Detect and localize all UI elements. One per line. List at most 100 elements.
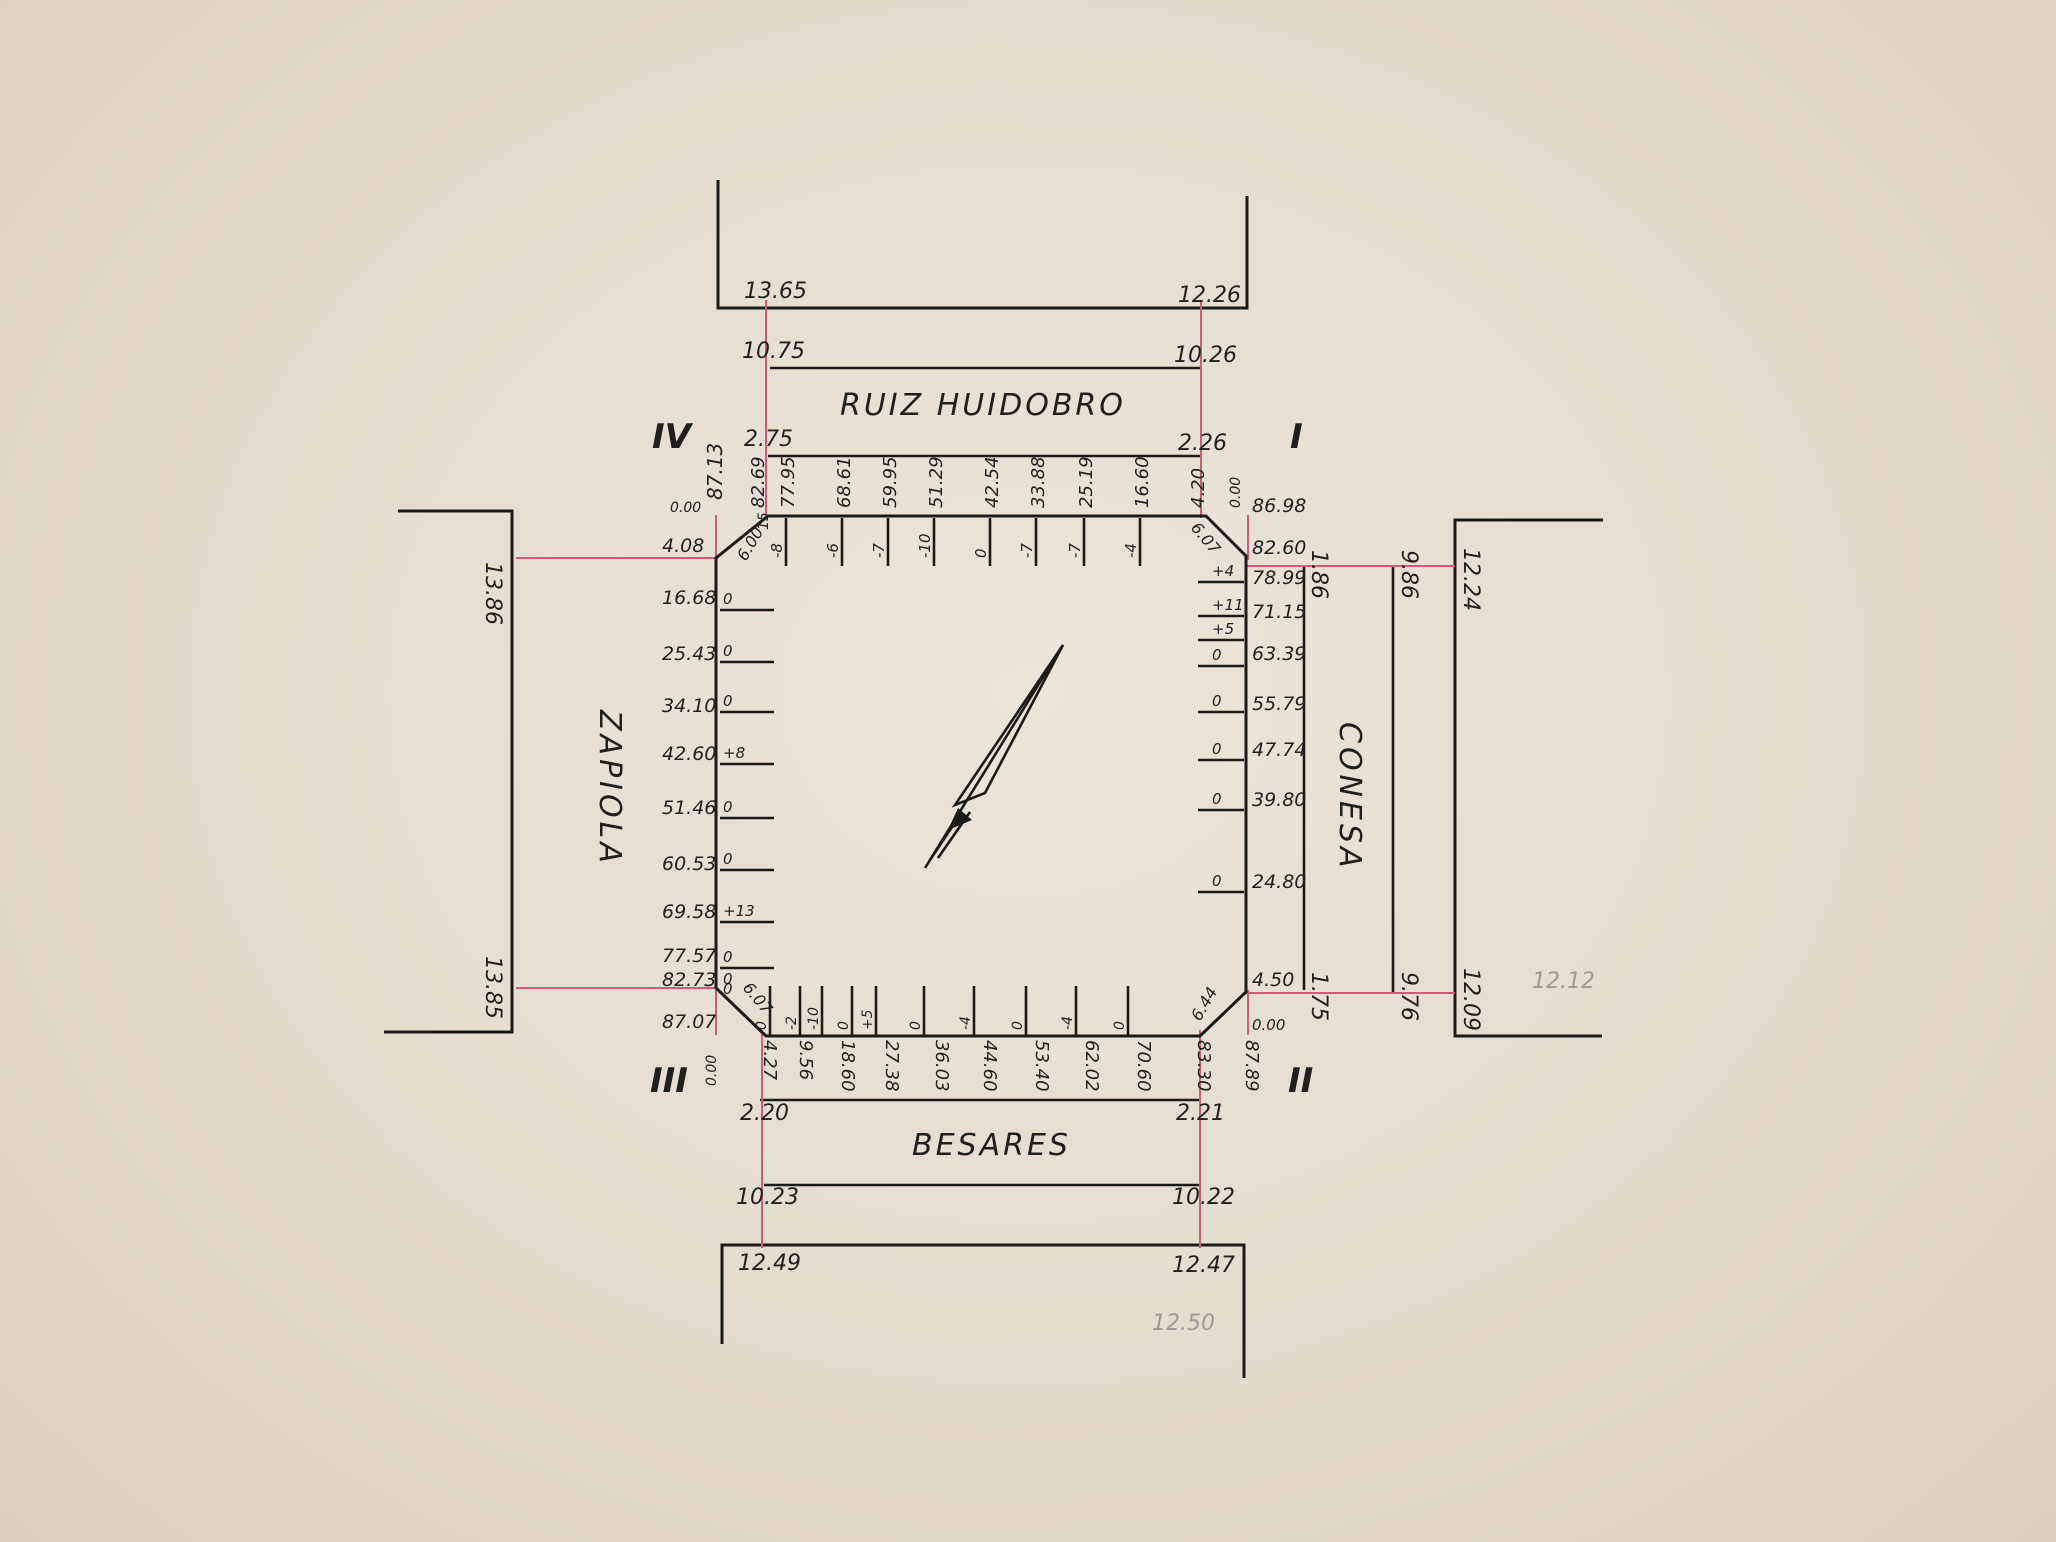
left-mark-label: 0 (723, 980, 733, 998)
top-mark-label: -7 (1018, 543, 1036, 558)
street-name-east: CONESA (1332, 722, 1367, 872)
right-station-label: 55.79 (1252, 693, 1306, 715)
right-station-label: 63.39 (1252, 643, 1306, 665)
east-outer-top: 12.24 (1458, 548, 1483, 611)
north-outer-edge (716, 180, 1249, 310)
bottom-mark-label: 0 (836, 1021, 852, 1030)
top-right-corner: 6.07 (1187, 518, 1225, 558)
east-outer-bottom: 12.09 (1458, 968, 1483, 1031)
east-street-edges (1302, 518, 1603, 1038)
bottom-station-label: 53.40 (1031, 1040, 1052, 1092)
street-name-north: RUIZ HUIDOBRO (840, 388, 1126, 423)
south-mid-left: 10.23 (736, 1185, 799, 1210)
left-mark-label: 0 (723, 692, 733, 710)
bottom-station-label: 70.60 (1133, 1040, 1154, 1092)
left-station-label: 60.53 (662, 853, 716, 875)
right-station-label: 39.80 (1252, 789, 1306, 811)
east-mid-top: 9.86 (1396, 550, 1421, 599)
top-station-label: 4.20 (1188, 468, 1209, 508)
left-station-label: 87.07 (662, 1011, 716, 1033)
bottom-station-label: 44.60 (979, 1040, 1000, 1092)
west-top: 13.86 (480, 562, 505, 625)
bottom-station-label: 36.03 (931, 1040, 952, 1092)
top-station-label: 68.61 (834, 456, 855, 508)
top-station-label: 59.95 (880, 456, 901, 508)
south-outer-right: 12.47 (1172, 1253, 1235, 1278)
bottom-station-label: 87.89 (1241, 1040, 1262, 1092)
left-station-label: 25.43 (662, 643, 716, 665)
right-bottom-corner: 6.44 (1187, 984, 1221, 1024)
top-left-zero: 0.00 (670, 500, 701, 516)
left-station-label: 51.46 (662, 797, 716, 819)
left-mark-label: 0 (723, 798, 733, 816)
street-name-west: ZAPIOLA (592, 709, 627, 867)
north-outer-right: 12.26 (1178, 283, 1241, 308)
right-mark-label: +5 (1212, 620, 1234, 638)
right-station-label: 4.50 (1252, 969, 1294, 991)
south-mid-right: 10.22 (1172, 1185, 1235, 1210)
quadrant-IV: IV (652, 417, 694, 457)
pencil-note-east: 12.12 (1532, 969, 1595, 994)
west-street-edges (384, 509, 514, 1034)
left-mark-label: 0 (723, 948, 733, 966)
top-station-label: 25.19 (1076, 456, 1097, 508)
west-outer-edge (384, 509, 514, 1034)
north-outer-left: 13.65 (744, 279, 807, 304)
bottom-station-label: 18.60 (837, 1040, 858, 1092)
dimension-lines (516, 300, 1455, 1248)
bottom-mark-label: -2 (784, 1016, 800, 1030)
right-station-label: 82.60 (1252, 537, 1306, 559)
west-bottom: 13.85 (480, 956, 505, 1019)
right-mark-label: 0 (1212, 872, 1222, 890)
bottom-mark-label: 0 (1010, 1021, 1026, 1030)
left-station-label: 4.08 (662, 535, 704, 557)
bottom-station-label: 27.38 (881, 1040, 902, 1092)
top-mark-label: -6 (824, 543, 842, 558)
bottom-left-zero: 0.00 (704, 1055, 720, 1086)
right-mark-label: +11 (1212, 596, 1244, 614)
top-station-label: 33.88 (1028, 456, 1049, 508)
left-station-label: 42.60 (662, 743, 716, 765)
bottom-mark-label: -4 (958, 1016, 974, 1030)
top-mark-label: -8 (768, 543, 786, 558)
left-station-label: 16.68 (662, 587, 716, 609)
east-curb-top: 1.86 (1306, 550, 1331, 599)
south-street-edges (720, 1098, 1246, 1378)
top-station-label: 82.69 (748, 456, 769, 508)
north-mid-right: 10.26 (1174, 343, 1237, 368)
east-curb-bottom: 1.75 (1306, 972, 1331, 1021)
quadrant-III: III (650, 1061, 688, 1101)
north-inner-right: 2.26 (1178, 431, 1227, 456)
right-mark-label: 0 (1212, 646, 1222, 664)
top-left-station: 87.13 (703, 443, 727, 500)
bottom-station-label: 83.30 (1193, 1040, 1214, 1092)
north-arrow-icon (923, 644, 1065, 869)
east-mid-bottom: 9.76 (1396, 972, 1421, 1021)
north-street-edges (716, 180, 1249, 458)
top-mark-label: -4 (1122, 543, 1140, 558)
right-mark-label: +4 (1212, 562, 1234, 580)
bottom-station-label: 62.02 (1081, 1040, 1102, 1092)
top-station-label: 51.29 (926, 456, 947, 508)
left-mark-label: 0 (723, 590, 733, 608)
top-station-label: 16.60 (1132, 456, 1153, 508)
right-mark-label: 0 (1212, 790, 1222, 808)
right-station-label: 78.99 (1252, 567, 1306, 589)
right-station-label: 86.98 (1252, 495, 1306, 517)
bottom-mark-label: 0 (908, 1021, 924, 1030)
top-mark-label: -10 (916, 534, 934, 559)
bottom-mark-label: +5 (860, 1009, 876, 1030)
quadrant-II: II (1288, 1061, 1313, 1101)
right-mark-label: 0 (1212, 740, 1222, 758)
east-outer-edge (1453, 518, 1603, 1038)
quadrant-I: I (1290, 417, 1303, 457)
top-station-label: 77.95 (778, 456, 799, 508)
top-mark-label: -7 (1066, 543, 1084, 558)
left-station-label: 34.10 (662, 695, 716, 717)
bottom-station-label: 4.27 (759, 1040, 780, 1081)
left-mark-label: 0 (723, 850, 733, 868)
south-inner-left: 2.20 (740, 1101, 789, 1126)
bottom-mark-label: 0 (754, 1021, 770, 1030)
